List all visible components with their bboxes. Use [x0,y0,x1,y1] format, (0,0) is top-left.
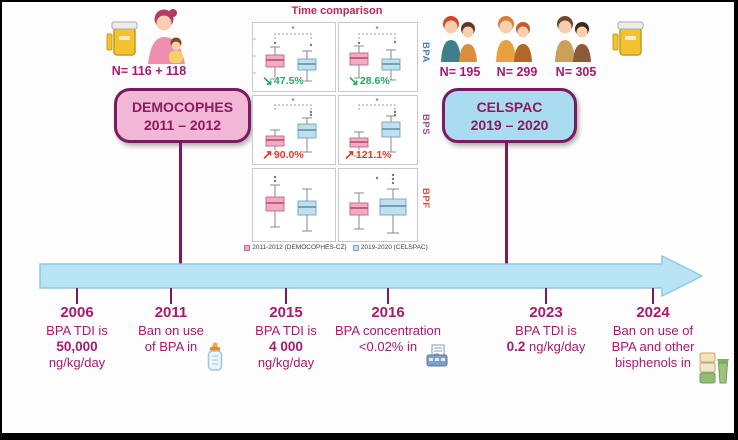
entry-text: BPA TDI is [515,323,577,338]
entry-text: ng/kg/day [257,355,315,370]
legend-swatch-blue [352,244,359,251]
baby-bottle-icon [205,342,225,377]
entry-text: Ban on use [138,323,204,338]
food-containers-icon [699,351,731,390]
legend-swatch-pink [244,244,251,251]
democophes-n-label: N= 116 + 118 [111,64,187,78]
democophes-box: DEMOCOPHES 2011 – 2012 [114,88,251,143]
urine-sample-cup-icon [106,18,140,65]
bps-left-change: 90.0% [262,149,304,161]
significance-marker: * [375,97,378,106]
significance-marker: * [375,25,378,34]
bps-right-change: 121.1% [344,149,392,161]
increase-arrow-icon [262,150,273,160]
celspac-connector-line [505,142,508,265]
democophes-years: 2011 – 2012 [143,116,222,133]
entry-text: of BPA in [144,339,198,354]
entry-emphasis: 4 000 [269,339,303,354]
entry-text: ng/kg/day [48,355,106,370]
timeline-entry-2006: 2006 BPA TDI is 50,000 ng/kg/day [27,305,127,371]
year-label: 2006 [60,304,94,321]
family-pair-icon [552,14,594,69]
entry-text: Ban on use of [612,323,694,338]
entry-emphasis: 0.2 [506,339,526,354]
democophes-connector-line [179,142,182,265]
celspac-years: 2019 – 2020 [470,116,549,133]
timeline-entry-2024: 2024 Ban on use of BPA and other bisphen… [593,305,713,371]
urine-sample-cup-icon [612,18,646,65]
timeline-tick-2006 [76,288,78,304]
entry-text: BPA concentration [335,323,441,338]
celspac-box: CELSPAC 2019 – 2020 [442,88,577,143]
year-label: 2016 [371,304,405,321]
bpa-right-change: 28.6% [348,75,390,87]
change-value: 90.0% [273,149,304,161]
change-value: 121.1% [355,149,392,161]
timeline-entry-2023: 2023 BPA TDI is 0.2 ng/kg/day [491,305,601,355]
legend-item-democophes: 2011-2012 (DEMOCOPHES-CZ) [244,244,347,251]
timeline-entry-2015: 2015 BPA TDI is 4 000 ng/kg/day [236,305,336,371]
receipt-printer-icon [425,344,449,373]
timeline-tick-2015 [285,288,287,304]
legend-label: 2011-2012 (DEMOCOPHES-CZ) [252,244,347,251]
year-label: 2011 [154,304,188,321]
entry-text: BPA TDI is [255,323,317,338]
increase-arrow-icon [344,150,355,160]
chart-legend: 2011-2012 (DEMOCOPHES-CZ) 2019-2020 (CEL… [244,244,428,251]
chart-title: Time comparison [291,5,383,17]
democophes-title: DEMOCOPHES [131,98,234,115]
boxplot-bpa-right: * [338,22,418,92]
change-value: 28.6% [359,75,390,87]
entry-text: <0.02% in [358,339,418,354]
year-label: 2015 [269,304,303,321]
entry-text: bisphenols in [615,355,691,370]
timeline-arrow [32,254,712,305]
significance-marker: * [291,97,294,106]
boxplot-bpf-left [252,168,336,242]
family-pair-icon [493,14,535,69]
timeline-entry-2011: 2011 Ban on use of BPA in [121,305,221,355]
timeline-tick-2011 [170,288,172,304]
celspac-n-label-1: N= 195 [439,65,481,79]
decrease-arrow-icon [348,76,359,86]
row-label-bpf: BPF [420,188,431,209]
celspac-n-label-3: N= 305 [555,65,597,79]
family-pair-icon [438,14,480,69]
timeline-tick-2016 [387,288,389,304]
timeline-tick-2023 [545,288,547,304]
legend-label: 2019-2020 (CELSPAC) [360,244,428,251]
celspac-title: CELSPAC [476,98,543,115]
entry-text: BPA and other [611,339,695,354]
entry-emphasis: 50,000 [56,339,98,354]
entry-text: ng/kg/day [529,339,586,354]
mother-with-child-icon [142,9,192,70]
row-label-bpa: BPA [420,42,431,63]
year-label: 2024 [636,304,670,321]
change-value: 47.5% [273,75,304,87]
decrease-arrow-icon [262,76,273,86]
year-label: 2023 [529,304,563,321]
entry-text: BPA TDI is [46,323,108,338]
legend-item-celspac: 2019-2020 (CELSPAC) [352,244,428,251]
significance-marker: * [291,25,294,34]
timeline-tick-2024 [652,288,654,304]
timeline-entry-2016: 2016 BPA concentration <0.02% in [318,305,458,355]
bpa-left-change: 47.5% [262,75,304,87]
celspac-n-label-2: N= 299 [496,65,538,79]
boxplot-bpf-right [338,168,418,242]
row-label-bps: BPS [420,114,431,136]
slide-canvas: N= 116 + 118 DEMOCOPHES 2011 – 2012 Time… [2,2,734,433]
